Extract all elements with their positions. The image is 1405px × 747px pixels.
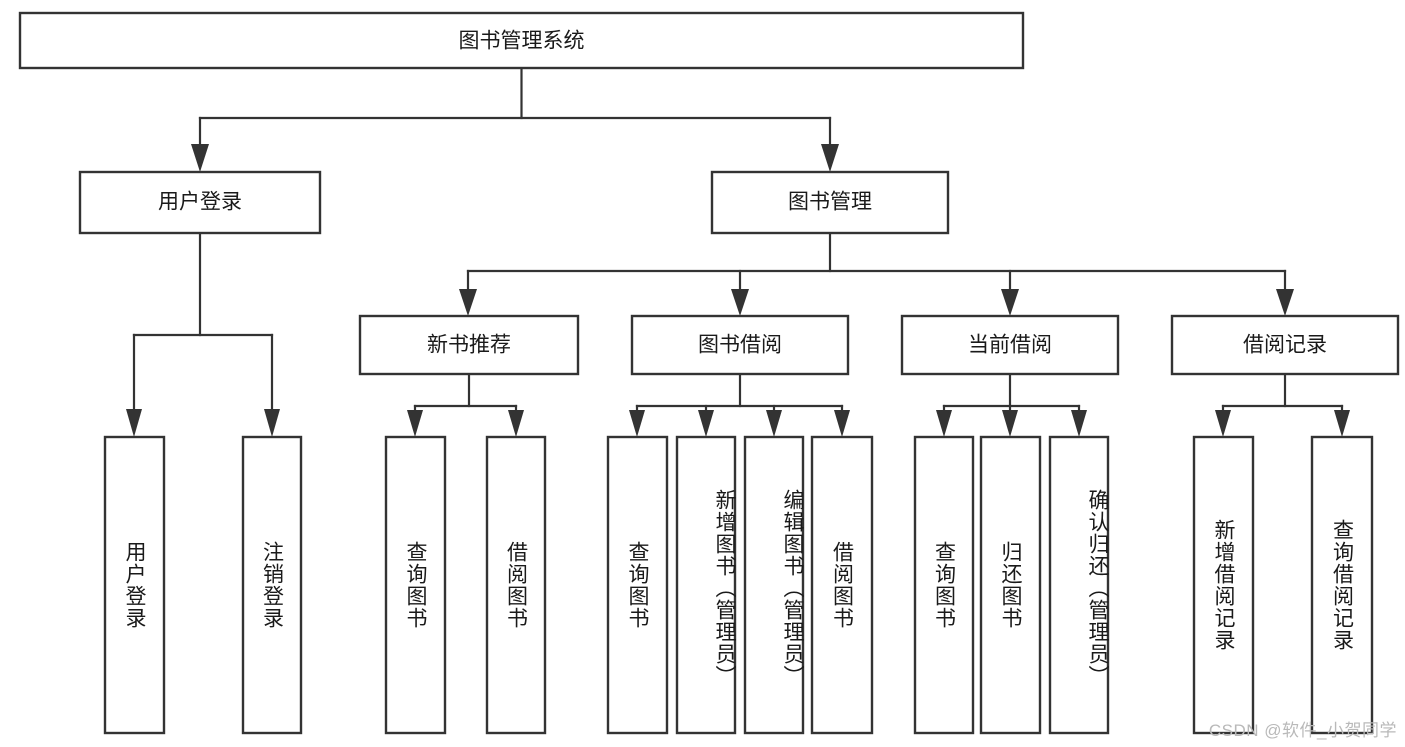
node-box-leaf-query-book-1[interactable]: [384, 435, 447, 735]
node-box-leaf-query-record[interactable]: [1310, 435, 1374, 735]
arrow-head-leaf-edit-book: [766, 410, 782, 437]
connector-group-new-book-recommend-children: [407, 372, 524, 437]
arrow-head-borrow-record: [1276, 289, 1294, 316]
node-box-root[interactable]: [18, 11, 1025, 70]
node-box-leaf-edit-book[interactable]: [743, 435, 805, 735]
arrow-head-leaf-return-book: [1002, 410, 1018, 437]
node-box-leaf-borrow-book-2[interactable]: [810, 435, 874, 735]
node-label-new-book-recommend: 新书推荐: [427, 334, 511, 357]
node-label-book-manage: 图书管理: [788, 191, 872, 214]
node-label-user-login: 用户登录: [158, 191, 242, 214]
node-box-leaf-user-login[interactable]: [103, 435, 166, 735]
node-label-current-borrow: 当前借阅: [968, 334, 1052, 357]
connector-group-book-borrow-children: [629, 372, 850, 437]
connector-group-user-login-children: [126, 231, 280, 437]
node-box-user-login[interactable]: [78, 170, 322, 235]
node-box-book-manage[interactable]: [710, 170, 950, 235]
arrow-head-leaf-borrow-book-1: [508, 410, 524, 437]
node-label-root: 图书管理系统: [459, 30, 585, 53]
arrow-head-leaf-query-record: [1334, 410, 1350, 437]
arrow-head-leaf-add-record: [1215, 410, 1231, 437]
arrow-head-leaf-confirm-return: [1071, 410, 1087, 437]
node-box-leaf-confirm-return[interactable]: [1048, 435, 1110, 735]
connector-group-current-borrow-children: [936, 372, 1087, 437]
arrow-head-leaf-logout: [264, 409, 280, 437]
arrow-head-book-borrow: [731, 289, 749, 316]
connector-group-book-manage-children: [459, 231, 1294, 316]
arrow-head-leaf-user-login: [126, 409, 142, 437]
node-box-leaf-add-record[interactable]: [1192, 435, 1255, 735]
arrow-head-leaf-query-book-1: [407, 410, 423, 437]
arrow-head-user-login: [191, 144, 209, 172]
arrow-head-leaf-borrow-book-2: [834, 410, 850, 437]
arrow-head-book-manage: [821, 144, 839, 172]
arrow-head-leaf-query-book-2: [629, 410, 645, 437]
arrow-head-leaf-query-book-3: [936, 410, 952, 437]
node-box-book-borrow[interactable]: [630, 314, 850, 376]
node-box-leaf-return-book[interactable]: [979, 435, 1042, 735]
connector-group-root-to-level2: [191, 66, 839, 172]
node-box-leaf-query-book-3[interactable]: [913, 435, 975, 735]
node-box-current-borrow[interactable]: [900, 314, 1120, 376]
node-box-leaf-borrow-book-1[interactable]: [485, 435, 547, 735]
csdn-watermark: CSDN @软件_小贺同学: [1208, 721, 1397, 740]
node-box-leaf-query-book-2[interactable]: [606, 435, 669, 735]
arrow-head-current-borrow: [1001, 289, 1019, 316]
node-box-leaf-logout[interactable]: [241, 435, 303, 735]
node-box-borrow-record[interactable]: [1170, 314, 1400, 376]
node-label-borrow-record: 借阅记录: [1243, 334, 1327, 357]
arrow-head-leaf-add-book: [698, 410, 714, 437]
arrow-head-new-book-recommend: [459, 289, 477, 316]
node-box-leaf-add-book[interactable]: [675, 435, 737, 735]
connector-group-borrow-record-children: [1215, 372, 1350, 437]
node-label-book-borrow: 图书借阅: [698, 334, 782, 357]
node-box-new-book-recommend[interactable]: [358, 314, 580, 376]
